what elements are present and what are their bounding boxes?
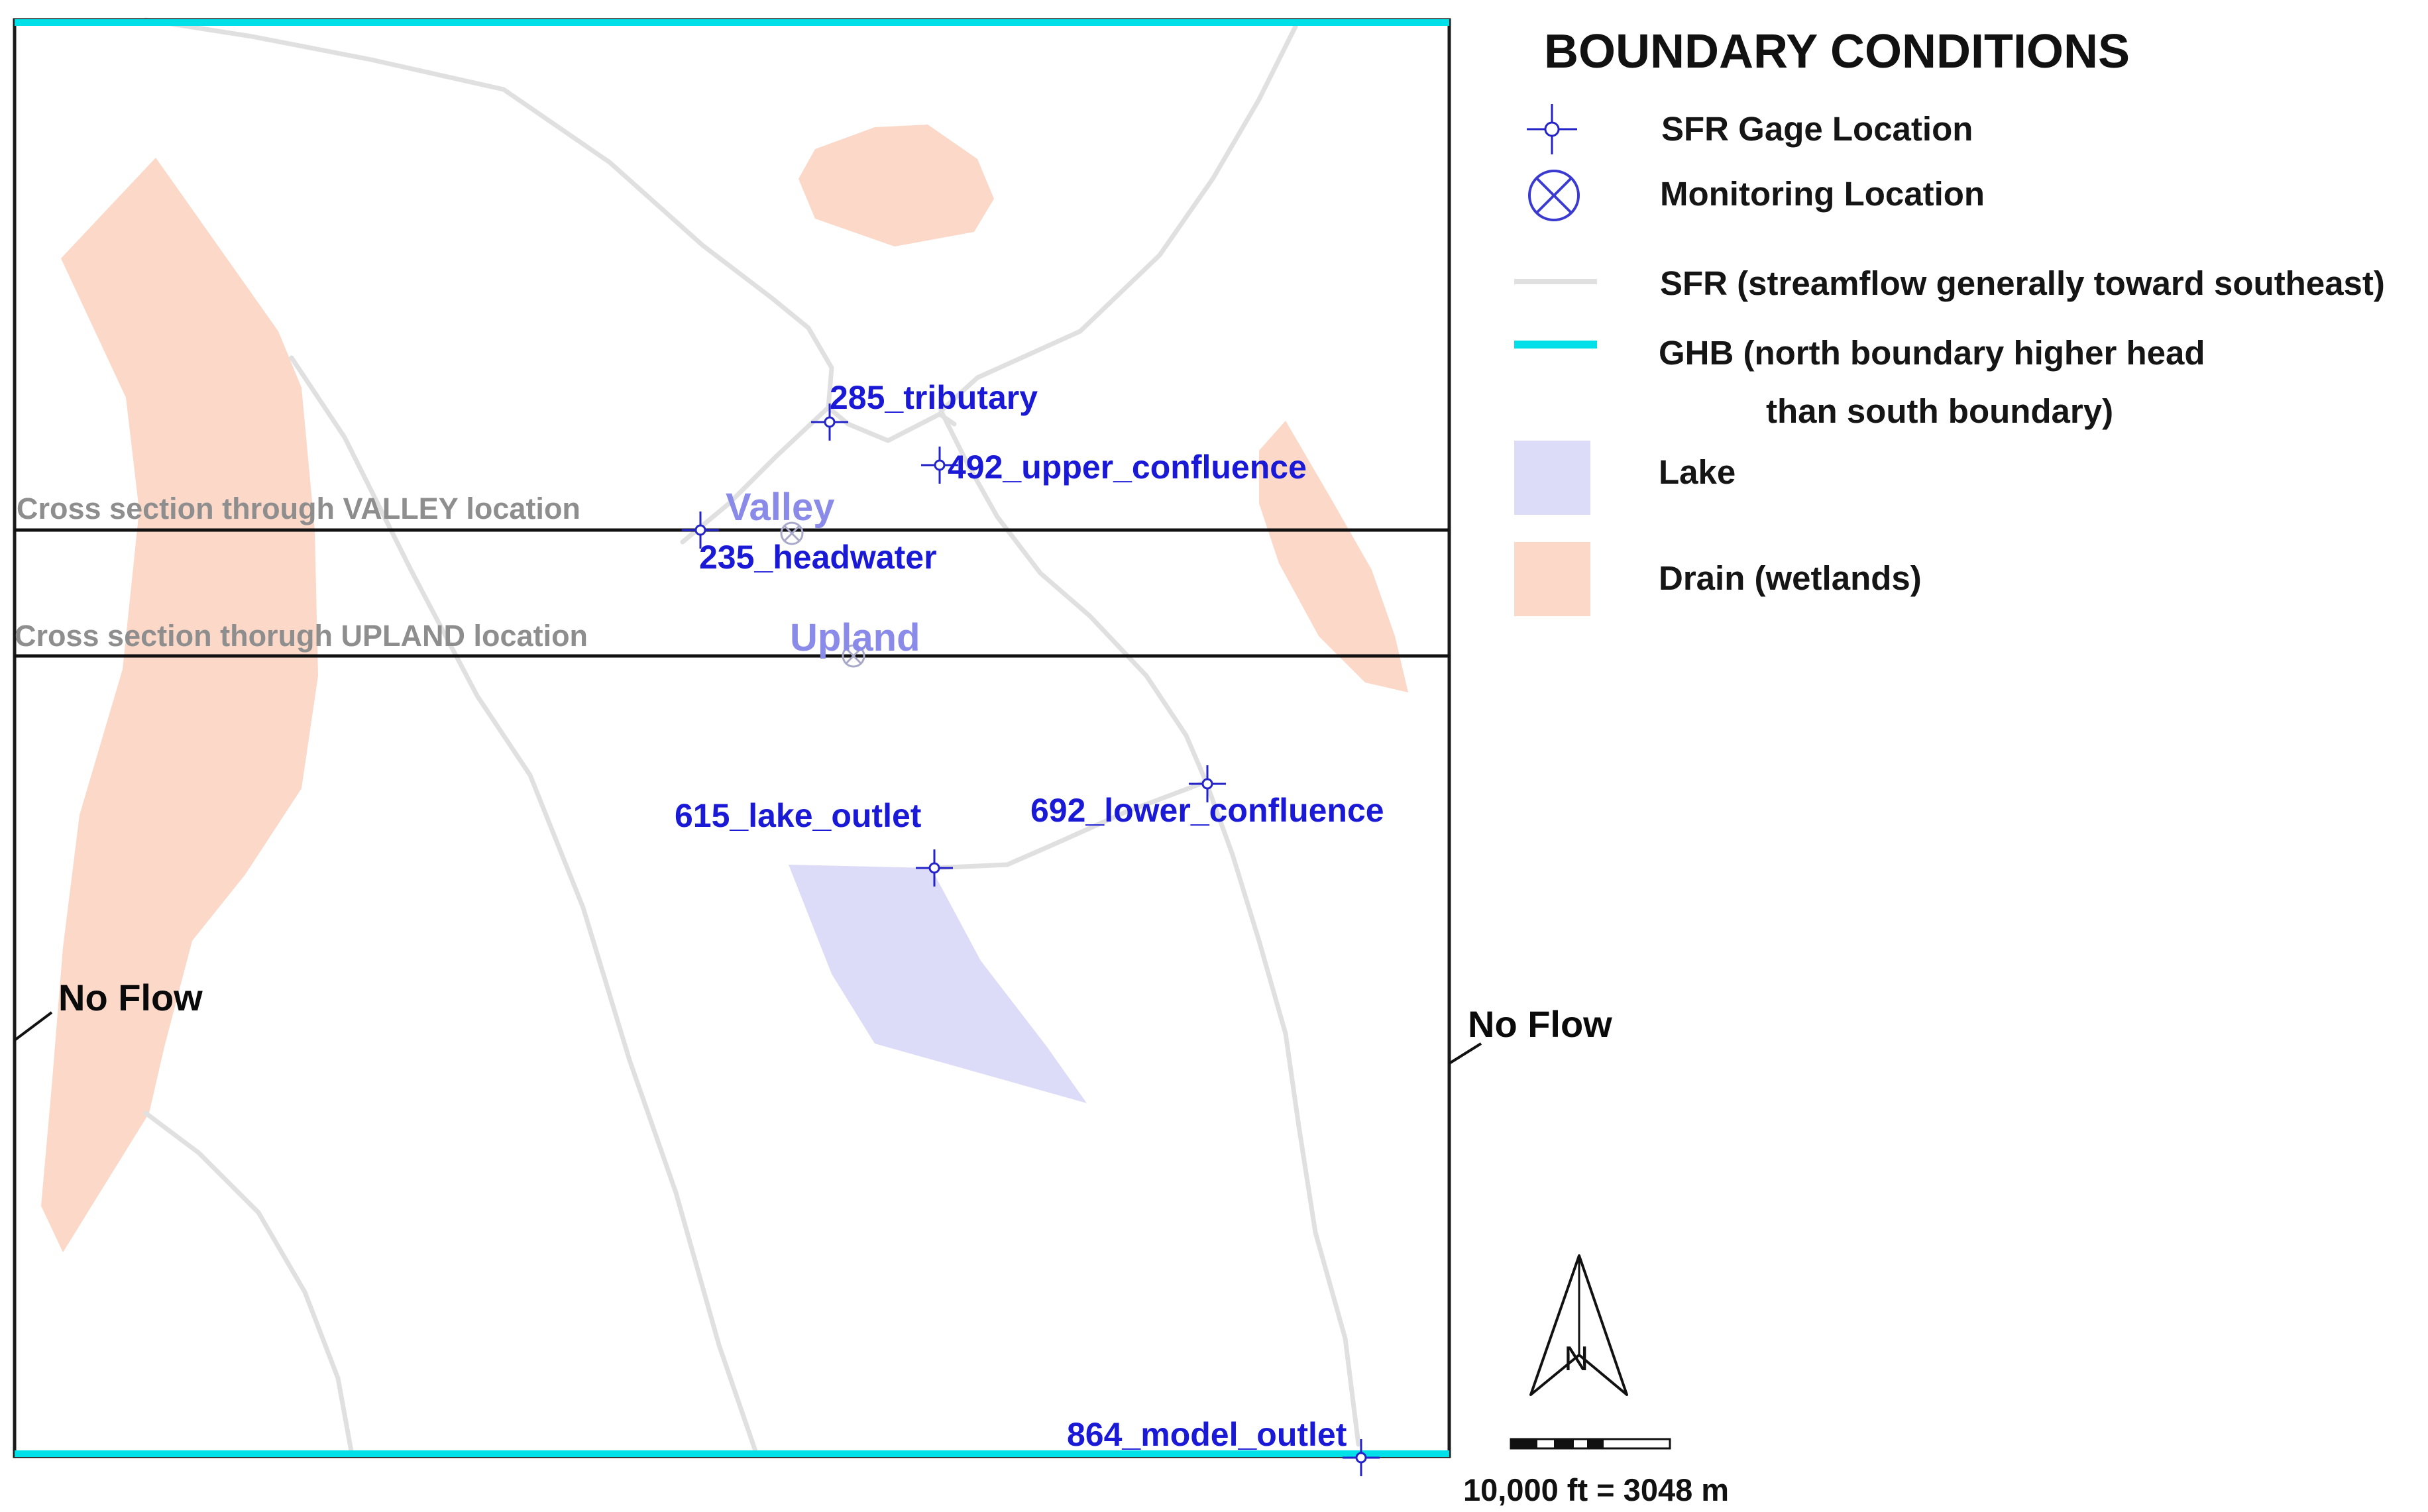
sfr-stream-northwest xyxy=(143,17,834,410)
gage-label-864-model-outlet: 864_model_outlet xyxy=(1067,1416,1347,1453)
sfr-stream-northeast xyxy=(938,24,1298,413)
sfr-stream-southwest xyxy=(143,1110,354,1454)
no-flow-east-leader xyxy=(1448,1042,1482,1065)
sfr-stream-west-tributary xyxy=(289,355,758,1454)
gage-crosshair-icon xyxy=(682,512,719,549)
cross-section-upland-label: Cross section thorugh UPLAND location xyxy=(15,619,588,653)
drain-wetland-west xyxy=(41,158,318,1252)
cross-section-valley-label: Cross section through VALLEY location xyxy=(17,492,580,525)
scale-bar-label: 10,000 ft = 3048 m xyxy=(1463,1472,1729,1507)
gage-label-285-tributary: 285_tributary xyxy=(830,379,1038,416)
gage-crosshair-icon xyxy=(916,849,953,887)
legend-drain-swatch xyxy=(1514,542,1590,616)
drain-wetland-north xyxy=(799,125,994,246)
sfr-stream-headwater xyxy=(680,405,831,545)
gage-crosshair-icon xyxy=(1189,765,1226,802)
legend: BOUNDARY CONDITIONS SFR Gage Location Mo… xyxy=(1514,25,2385,616)
legend-title: BOUNDARY CONDITIONS xyxy=(1544,25,2130,78)
gage-label-692-lower-confluence: 692_lower_confluence xyxy=(1030,792,1384,829)
north-arrow-icon: N xyxy=(1529,1254,1628,1396)
monitoring-location-upland: Upland xyxy=(790,616,920,668)
legend-label-gage: SFR Gage Location xyxy=(1661,110,1973,148)
monitoring-crossed-circle-icon xyxy=(780,521,804,545)
gage-label-615-lake-outlet: 615_lake_outlet xyxy=(675,797,922,834)
gage-crosshair-icon xyxy=(811,404,848,441)
legend-monitoring-crossed-circle-icon xyxy=(1528,170,1580,221)
legend-label-ghb-line1: GHB (north boundary higher head xyxy=(1659,334,2205,372)
legend-label-drain: Drain (wetlands) xyxy=(1659,559,1922,597)
no-flow-west-leader xyxy=(13,1011,53,1042)
legend-label-sfr: SFR (streamflow generally toward southea… xyxy=(1660,264,2385,302)
gage-crosshair-icon xyxy=(1343,1439,1380,1476)
monitoring-location-valley: Valley xyxy=(726,486,834,545)
legend-lake-swatch xyxy=(1514,441,1590,515)
monitoring-crossed-circle-icon xyxy=(842,644,865,668)
gage-crosshair-icon xyxy=(921,447,958,484)
no-flow-label-west: No Flow xyxy=(58,977,203,1018)
no-flow-label-east: No Flow xyxy=(1468,1003,1612,1045)
gage-label-235-headwater: 235_headwater xyxy=(699,539,937,576)
legend-gage-crosshair-icon xyxy=(1527,104,1577,154)
monitoring-label-valley: Valley xyxy=(726,486,834,529)
lake-polygon xyxy=(789,865,1087,1103)
legend-label-monitoring: Monitoring Location xyxy=(1660,175,1985,213)
drain-wetland-east xyxy=(1259,421,1408,692)
sfr-stream-lake-outlet xyxy=(932,779,1209,871)
legend-label-ghb-line2: than south boundary) xyxy=(1766,392,2113,430)
legend-label-lake: Lake xyxy=(1659,453,1736,491)
gage-label-492-upper-confluence: 492_upper_confluence xyxy=(948,449,1307,486)
monitoring-label-upland: Upland xyxy=(790,616,920,659)
north-arrow-letter: N xyxy=(1564,1340,1589,1378)
scale-bar: 10,000 ft = 3048 m xyxy=(1463,1438,1729,1507)
